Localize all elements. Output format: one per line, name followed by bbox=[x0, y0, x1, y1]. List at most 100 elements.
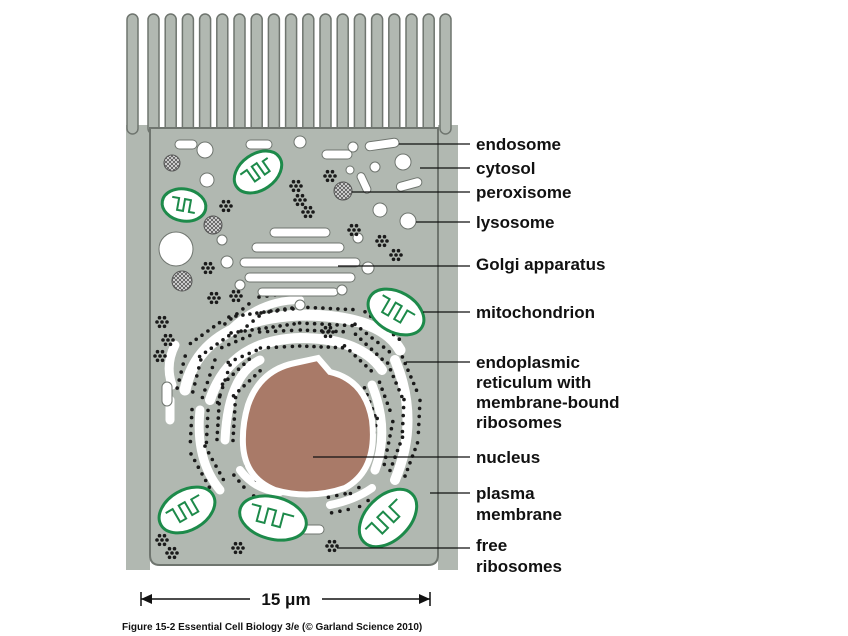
ribosome bbox=[191, 390, 195, 394]
ribosome bbox=[350, 323, 354, 328]
ribosome bbox=[189, 423, 193, 428]
ribosome bbox=[233, 334, 237, 338]
nucleus bbox=[239, 354, 376, 498]
ribosome bbox=[414, 388, 419, 393]
ribosome bbox=[181, 362, 185, 366]
ribosome bbox=[391, 374, 396, 379]
ribosome bbox=[333, 345, 338, 350]
ribosome bbox=[382, 394, 387, 399]
ribosome bbox=[323, 334, 328, 339]
ribosome bbox=[381, 345, 386, 349]
ribosome bbox=[203, 478, 208, 483]
ribosome bbox=[217, 394, 222, 399]
ribosome bbox=[335, 493, 339, 498]
ribosome bbox=[267, 310, 271, 314]
ribosome bbox=[163, 354, 167, 358]
mitochondrion bbox=[366, 287, 426, 337]
mitochondrion bbox=[357, 487, 419, 549]
ribosome bbox=[208, 373, 212, 377]
ribosome bbox=[326, 495, 331, 500]
ribosome bbox=[203, 350, 208, 355]
ribosome bbox=[225, 370, 230, 375]
ribosome bbox=[353, 354, 358, 358]
ribosome bbox=[400, 355, 405, 359]
ribosome bbox=[192, 458, 197, 463]
ribosome bbox=[376, 340, 380, 345]
ribosome bbox=[190, 407, 194, 412]
ribosome bbox=[299, 184, 303, 188]
ribosome bbox=[375, 352, 379, 357]
ribosome bbox=[203, 444, 207, 448]
ribosome bbox=[332, 539, 337, 544]
ribosome bbox=[228, 363, 232, 367]
ribosome bbox=[258, 346, 263, 350]
ribosome bbox=[394, 381, 398, 385]
ribosome bbox=[157, 542, 162, 547]
ribosome bbox=[321, 330, 325, 334]
ribosome bbox=[208, 261, 213, 266]
ribosome bbox=[251, 319, 255, 323]
ribosome bbox=[216, 416, 221, 420]
ribosome bbox=[189, 431, 193, 436]
ribosome bbox=[291, 179, 296, 184]
ribosome bbox=[257, 314, 261, 318]
figure-caption: Figure 15-2 Essential Cell Biology 3/e (… bbox=[122, 622, 422, 633]
ribosome bbox=[401, 413, 406, 418]
ribosome bbox=[258, 369, 262, 373]
mitochondrion bbox=[160, 187, 208, 223]
golgi-apparatus bbox=[220, 227, 375, 311]
ribosome bbox=[305, 321, 309, 326]
ribosome bbox=[297, 344, 302, 348]
ribosome bbox=[296, 188, 301, 193]
free-ribosomes bbox=[153, 169, 403, 560]
ribosome bbox=[294, 184, 298, 188]
ribosome bbox=[197, 366, 201, 370]
ribosome bbox=[227, 342, 231, 347]
microvilli bbox=[126, 13, 452, 135]
ribosome bbox=[369, 347, 374, 352]
ribosome bbox=[359, 337, 363, 342]
ribosome bbox=[167, 555, 172, 560]
ribosome bbox=[382, 234, 387, 239]
label-plasma-membrane-line-1: plasma bbox=[476, 484, 535, 503]
ribosome bbox=[319, 345, 323, 349]
ribosome bbox=[281, 329, 286, 333]
ribosome bbox=[205, 432, 209, 437]
ribosome bbox=[213, 358, 217, 362]
ribosome bbox=[357, 504, 362, 509]
ribosome bbox=[210, 457, 215, 462]
ribosome bbox=[210, 365, 215, 370]
ribosome bbox=[358, 327, 363, 331]
ribosome bbox=[375, 416, 380, 421]
microvillus bbox=[284, 13, 298, 135]
ribosome bbox=[229, 294, 233, 298]
ribosome bbox=[217, 402, 221, 406]
ribosome bbox=[205, 380, 210, 385]
ribosome bbox=[328, 325, 333, 330]
ribosome bbox=[347, 228, 351, 232]
ribosome bbox=[207, 485, 212, 490]
ribosome bbox=[236, 298, 241, 303]
ribosome bbox=[271, 325, 275, 329]
ribosome bbox=[380, 387, 384, 392]
ribosome bbox=[313, 306, 318, 310]
ribosome bbox=[188, 439, 193, 444]
microvillus bbox=[388, 13, 401, 135]
ribosome bbox=[155, 320, 159, 324]
label-free-ribosomes-line-1: free bbox=[476, 536, 507, 555]
ribosome bbox=[237, 389, 241, 393]
ribosome bbox=[235, 312, 239, 316]
ribosome bbox=[215, 437, 219, 442]
ribosome bbox=[385, 239, 389, 243]
ribosome bbox=[303, 205, 308, 210]
ribosome bbox=[241, 546, 245, 550]
ribosome bbox=[409, 375, 413, 379]
ribosome bbox=[303, 198, 307, 202]
mitochondria bbox=[157, 149, 426, 549]
lysosomes bbox=[158, 135, 417, 267]
ribosome bbox=[227, 333, 231, 338]
ribosome bbox=[303, 214, 308, 219]
label-lysosome: lysosome bbox=[476, 213, 554, 232]
ribosome bbox=[217, 471, 222, 475]
ribosome bbox=[298, 198, 302, 202]
